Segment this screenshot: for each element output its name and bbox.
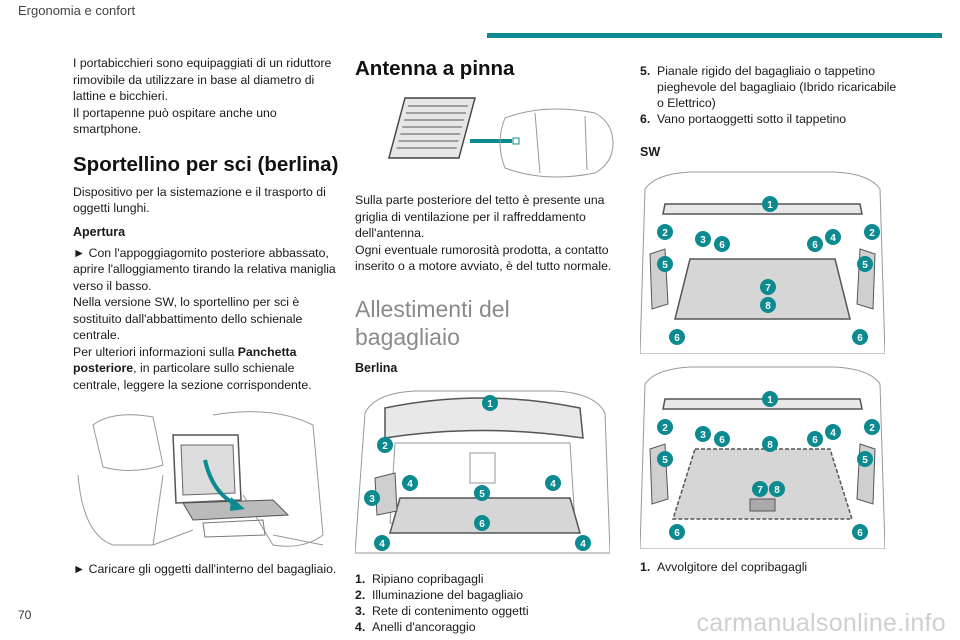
callout-label: 7	[757, 485, 763, 496]
paragraph-ski-desc: Dispositivo per la sistemazione e il tra…	[73, 184, 326, 216]
heading-ski-flap: Sportellino per sci (berlina)	[73, 152, 339, 176]
running-header: Ergonomia e confort	[18, 3, 136, 18]
callout-label: 8	[767, 440, 773, 451]
sw-trunk-illustration-1: 1 2 3 6 6 4 2 5 5 7 8 6 6	[639, 171, 886, 355]
sw-trunk-illustration-2: 1 2 3 6 8 6 4 2 5 5 7 8 6 6	[639, 366, 886, 550]
callout-label: 6	[857, 528, 863, 539]
header-accent-bar	[487, 33, 942, 38]
list-item: 1.Ripiano copribagagli	[355, 571, 484, 586]
callout-label: 5	[662, 455, 668, 466]
callout-label: 5	[862, 260, 868, 271]
paragraph-antenna-1: Sulla parte posteriore del tetto è prese…	[355, 193, 605, 240]
callout-label: 8	[765, 301, 771, 312]
more-info-post: , in particolare sullo schienale central…	[73, 361, 312, 392]
callout-label: 3	[369, 494, 375, 505]
callout-label: 6	[719, 435, 725, 446]
callout-label: 8	[774, 485, 780, 496]
antenna-illustration	[355, 88, 615, 178]
legend-list-berlina: 1.Ripiano copribagagli 2.Illuminazione d…	[355, 571, 615, 635]
heading-trunk: Allestimenti del bagagliaio	[355, 295, 510, 350]
figure-trunk-sw-1: 1 2 3 6 6 4 2 5 5 7 8 6 6	[639, 169, 900, 355]
heading-sw: SW	[640, 145, 661, 159]
paragraph-more-info: Per ulteriori informazioni sulla Panchet…	[73, 344, 343, 394]
callout-label: 2	[662, 228, 668, 239]
callout-label: 6	[812, 240, 818, 251]
list-item: 2.Illuminazione del bagagliaio	[355, 587, 524, 602]
callout-label: 6	[479, 519, 485, 530]
list-item: 4.Anelli d'ancoraggio	[355, 619, 476, 634]
legend-list-continued: 5.Pianale rigido del bagagliaio o tappet…	[640, 63, 900, 127]
paragraph-step-open: ► Con l'appoggiagomito posteriore abbass…	[73, 245, 336, 293]
figure-trunk-sw-2: 1 2 3 6 8 6 4 2 5 5 7 8 6 6	[639, 364, 900, 550]
callout-label: 4	[550, 479, 556, 490]
column-middle: Antenna a pinna Sulla parte posteriore d…	[354, 55, 615, 635]
callout-label: 2	[869, 228, 875, 239]
list-item: 5.Pianale rigido del bagagliaio o tappet…	[640, 64, 897, 110]
more-info-bold: Panchetta posteriore	[73, 344, 297, 376]
paragraph-sw-note: Nella versione SW, lo sportellino per sc…	[73, 295, 303, 342]
callout-label: 4	[379, 539, 385, 550]
callout-label: 3	[700, 235, 706, 246]
column-left: I portabicchieri sono equipaggiati di un…	[73, 55, 343, 585]
callout-label: 5	[479, 489, 485, 500]
callout-label: 5	[662, 260, 668, 271]
column-right: 5.Pianale rigido del bagagliaio o tappet…	[639, 63, 900, 575]
callout-label: 6	[857, 333, 863, 344]
callout-label: 4	[830, 233, 836, 244]
heading-apertura: Apertura	[73, 224, 126, 239]
callout-label: 6	[812, 435, 818, 446]
callout-label: 1	[767, 200, 773, 211]
paragraph-penholder: Il portapenne può ospitare anche uno sma…	[73, 105, 277, 137]
callout-label: 2	[662, 423, 668, 434]
figure-trunk-berlina: 1 2 3 4 4 5 6 4 4	[354, 383, 615, 563]
more-info-pre: Per ulteriori informazioni sulla	[73, 344, 238, 359]
callout-label: 6	[719, 240, 725, 251]
list-item: 6.Vano portaoggetti sotto il tappetino	[640, 112, 847, 126]
heading-antenna: Antenna a pinna	[355, 57, 515, 80]
callout-label: 2	[869, 423, 875, 434]
callout-label: 7	[765, 283, 771, 294]
watermark: carmanualsonline.info	[696, 609, 946, 637]
callout-label: 6	[674, 333, 680, 344]
callout-label: 4	[407, 479, 413, 490]
callout-label: 2	[382, 441, 388, 452]
berlina-trunk-illustration: 1 2 3 4 4 5 6 4 4	[354, 390, 611, 553]
paragraph-cupholder: I portabicchieri sono equipaggiati di un…	[73, 56, 332, 103]
page-number: 70	[18, 608, 32, 622]
figure-ski-flap	[73, 405, 343, 553]
callout-label: 5	[862, 455, 868, 466]
legend-list-sw: 1.Avvolgitore del copribagagli	[640, 559, 900, 575]
paragraph-step-load: ► Caricare gli oggetti dall'interno del …	[73, 562, 337, 576]
callout-label: 4	[580, 539, 586, 550]
callout-label: 6	[674, 528, 680, 539]
callout-label: 3	[700, 430, 706, 441]
ski-flap-illustration	[77, 411, 324, 547]
list-item: 3.Rete di contenimento oggetti	[355, 603, 529, 618]
heading-berlina: Berlina	[355, 360, 398, 375]
callout-label: 4	[830, 428, 836, 439]
callout-label: 1	[487, 399, 493, 410]
list-item: 1.Avvolgitore del copribagagli	[640, 560, 808, 574]
callout-label: 1	[767, 395, 773, 406]
figure-antenna	[355, 88, 615, 178]
paragraph-antenna-2: Ogni eventuale rumorosità prodotta, a co…	[355, 242, 612, 274]
